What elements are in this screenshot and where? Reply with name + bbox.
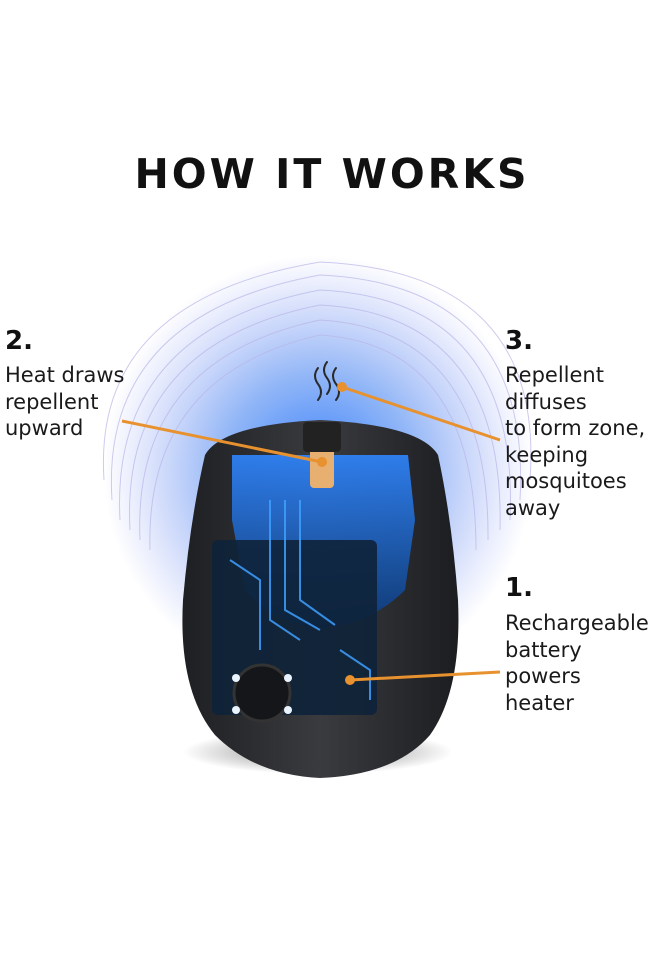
callout-dot-2	[317, 457, 327, 467]
step-line: Repellent	[505, 363, 604, 387]
step-line: Rechargeable	[505, 611, 649, 635]
step-line: keeping	[505, 442, 589, 467]
step-line: Heat draws	[5, 363, 125, 387]
callout-dot-3	[337, 382, 347, 392]
step-line: battery	[505, 637, 582, 662]
step-line: powers	[505, 664, 581, 688]
step-line: mosquitoes	[505, 469, 627, 493]
step-number: 2.	[5, 326, 33, 356]
step-description: Heat draws repellent upward	[5, 362, 124, 442]
step-line: repellent	[5, 389, 99, 414]
step-line: heater	[505, 690, 574, 715]
step-line: to form zone,	[505, 416, 646, 440]
callout-line-1	[349, 670, 501, 682]
callout-lines	[121, 385, 501, 682]
vapor-icon	[314, 361, 340, 401]
step-description: Rechargeable battery powers heater	[505, 610, 649, 716]
callout-line-3	[341, 385, 501, 442]
step-number: 3.	[505, 326, 533, 356]
callout-line-2	[121, 419, 323, 464]
led-dot	[284, 674, 292, 682]
top-cap	[303, 422, 341, 452]
led-dot	[232, 706, 240, 714]
circuit-traces	[229, 500, 371, 700]
step-number: 1.	[505, 573, 533, 603]
step-line: upward	[5, 416, 84, 440]
led-dot	[284, 706, 292, 714]
callout-dot-1	[345, 675, 355, 685]
heater-element	[310, 448, 334, 488]
diffusion-waves	[102, 261, 532, 551]
led-dot	[232, 674, 240, 682]
page-title: HOW IT WORKS	[134, 150, 530, 198]
step-description: Repellent diffuses to form zone, keeping…	[505, 362, 645, 521]
power-button	[232, 663, 292, 723]
step-line: away	[505, 495, 561, 520]
step-line: diffuses	[505, 389, 587, 414]
